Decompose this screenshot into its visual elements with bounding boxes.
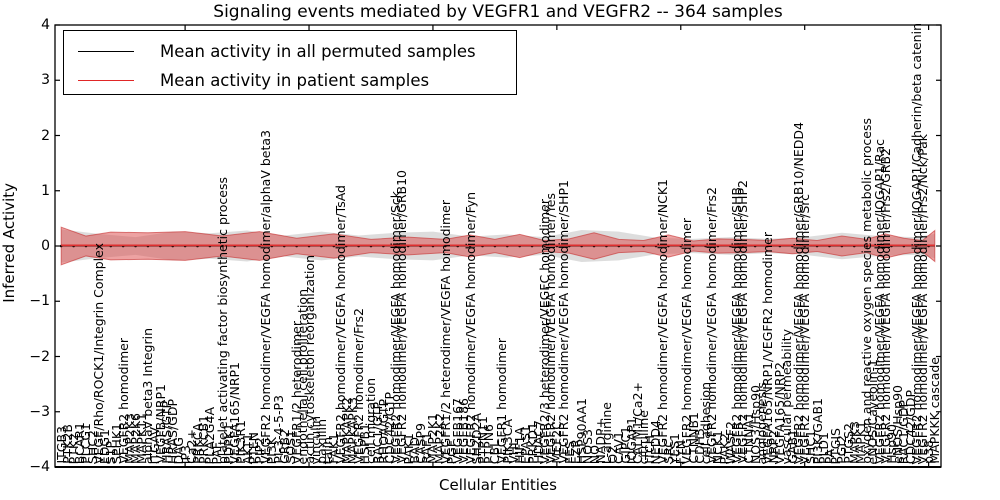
x-tick-label: VEGFR2 homodimer/VEGFA homodimer/SHP1 [555,180,571,464]
patient-line-swatch [78,79,134,81]
y-tick-label: 2 [41,127,50,144]
y-tick-label: −3 [29,403,50,420]
y-tick-label: −2 [29,348,50,365]
legend-entry-permuted: Mean activity in all permuted samples [78,39,476,63]
legend-label-patient: Mean activity in patient samples [160,70,430,90]
x-tick-label: VEGFR2 homodimer/VEGFA homodimer/Frs2 [704,187,720,464]
legend-entry-patient: Mean activity in patient samples [78,68,429,92]
chart-title: Signaling events mediated by VEGFR1 and … [213,2,783,22]
y-tick-label: 0 [41,238,50,254]
legend-label-permuted: Mean activity in all permuted samples [160,41,476,61]
y-tick-label: −1 [29,293,50,310]
y-tick-label: 1 [41,182,50,199]
y-tick-label: −4 [29,459,50,475]
x-tick-label: MAPKKK cascade [927,357,943,464]
x-axis-label: Cellular Entities [439,476,557,494]
x-tick-label: VEGFR2 homodimer/VEGFA homodimer/GRB10 [394,170,410,464]
legend-box: Mean activity in all permuted samples Me… [63,30,517,95]
x-tick-label: VEGFR2 homodimer/VEGFA homodimer/NCK1 [654,179,670,464]
permuted-line-swatch [78,50,134,52]
y-tick-label: 3 [41,72,50,89]
y-tick-label: 4 [41,17,50,33]
